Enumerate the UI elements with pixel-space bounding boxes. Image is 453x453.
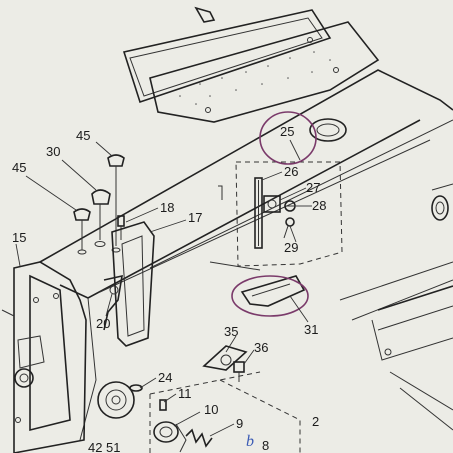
marker-circle-31	[231, 275, 309, 317]
part-label-20: 20	[96, 316, 110, 331]
inspection-cover-plate	[149, 21, 380, 123]
part-label-18: 18	[160, 200, 174, 215]
handwritten-mark: b	[246, 433, 254, 450]
pulley-42	[97, 381, 135, 419]
part-label-36: 36	[254, 340, 268, 355]
lever-20	[103, 274, 123, 331]
part-label-25: 25	[280, 124, 294, 139]
set-screw-18	[117, 215, 125, 240]
front-face-plate	[1, 261, 87, 453]
part-label-45-top: 45	[76, 128, 90, 143]
part-label-2: 2	[312, 414, 319, 429]
washer-24	[129, 384, 143, 392]
oil-cup	[91, 189, 111, 247]
part-label-51: 51	[106, 440, 120, 453]
part-label-28: 28	[312, 198, 326, 213]
bracket-35	[202, 345, 248, 371]
leader-lines	[15, 139, 312, 437]
needle-bar-26	[254, 177, 263, 249]
top-clip-part	[194, 6, 216, 23]
screw-36	[233, 361, 245, 382]
part-label-42: 42	[88, 440, 102, 453]
part-label-9: 9	[236, 416, 243, 431]
part-label-8: 8	[262, 438, 269, 453]
oil-plug-left	[73, 208, 91, 255]
part-label-45-left: 45	[12, 160, 26, 175]
part-label-35: 35	[224, 324, 238, 339]
part-label-30: 30	[46, 144, 60, 159]
part-label-27: 27	[306, 180, 320, 195]
marker-circle-25	[259, 111, 317, 165]
side-bushing	[431, 183, 453, 221]
clamp-screw-28	[284, 200, 296, 212]
part-label-31: 31	[304, 322, 318, 337]
part-label-17: 17	[188, 210, 202, 225]
bushing-10	[153, 421, 187, 453]
oil-plug-right	[107, 154, 125, 253]
part-label-29: 29	[284, 240, 298, 255]
machine-body	[39, 69, 453, 441]
top-cover-plate	[122, 9, 332, 104]
top-round-opening	[309, 118, 347, 142]
spring-9	[185, 428, 213, 448]
needle-bar-group-box	[235, 161, 343, 267]
part-label-26: 26	[284, 164, 298, 179]
side-plate-17	[111, 221, 155, 347]
part-label-15: 15	[12, 230, 26, 245]
part-label-10: 10	[204, 402, 218, 417]
lower-group-box	[149, 371, 301, 453]
part-label-24: 24	[158, 370, 172, 385]
needle-bar-clamp-27	[263, 195, 281, 213]
screw-11	[159, 399, 167, 411]
part-label-11: 11	[178, 386, 192, 401]
small-rod	[218, 185, 223, 200]
